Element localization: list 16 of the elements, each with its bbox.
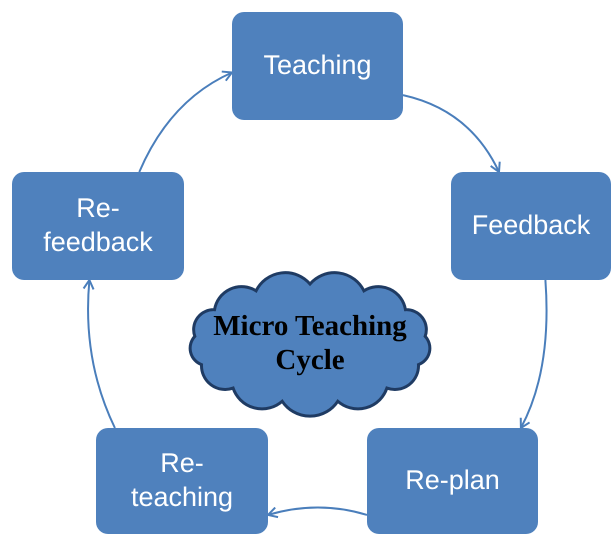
box-label: Re-plan [405, 464, 500, 498]
box-label: Re-teaching [130, 447, 234, 514]
box-label: Re-feedback [42, 192, 154, 259]
process-box [451, 172, 611, 280]
curved-arrow [267, 506, 368, 518]
process-box [232, 12, 403, 120]
curved-arrow [402, 94, 500, 173]
curved-arrow [82, 279, 116, 428]
process-box [12, 172, 184, 280]
curved-arrow [519, 280, 548, 429]
process-box [367, 428, 538, 534]
box-label: Feedback [472, 209, 590, 242]
process-box [96, 428, 268, 534]
box-label: Teaching [263, 49, 372, 82]
curved-arrow [138, 70, 233, 172]
cloud-text: Micro Teaching Cycle [212, 310, 408, 377]
